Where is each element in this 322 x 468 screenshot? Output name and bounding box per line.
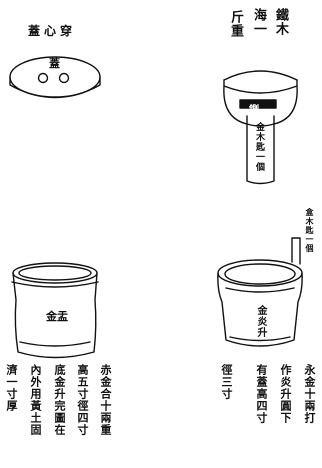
lid-drawing bbox=[9, 56, 101, 99]
caption-col-8: 有蓋高四寸 bbox=[255, 364, 268, 424]
pot-drawing bbox=[11, 262, 99, 359]
vessel-drawing bbox=[217, 237, 303, 347]
caption-col-2: 高五寸徑四寸 bbox=[76, 364, 89, 436]
caption-col-3: 底金升完圖在 bbox=[53, 364, 66, 436]
caption-col-7: 作炎升圓下 bbox=[279, 364, 292, 424]
ball-header-col-2: 海一 bbox=[251, 8, 266, 36]
ball-drawing bbox=[223, 70, 298, 185]
lid-label: 蓋 bbox=[49, 57, 60, 70]
ball-header-col-1: 鐵木 bbox=[273, 8, 288, 36]
ball-label: 鍘 bbox=[249, 105, 259, 116]
caption-col-1: 赤金合十兩重 bbox=[99, 364, 112, 436]
ball-header-col-3: 斤重 bbox=[228, 10, 243, 38]
caption-col-6: 永金十兩打 bbox=[303, 364, 316, 424]
caption-col-5: 濟一寸厚 bbox=[5, 364, 18, 412]
caption-col-4: 內外用黃土固 bbox=[29, 364, 42, 436]
vessel-label: 金炎升 bbox=[255, 305, 266, 338]
vessel-side-caption: 盒木匙一個 bbox=[305, 208, 315, 253]
lid-header: 蓋心穿 bbox=[28, 24, 77, 38]
handle-label: 金木匙一個 bbox=[254, 122, 264, 172]
pot-label: 金盂 bbox=[46, 310, 68, 323]
caption-col-9: 徑三寸 bbox=[220, 364, 233, 400]
